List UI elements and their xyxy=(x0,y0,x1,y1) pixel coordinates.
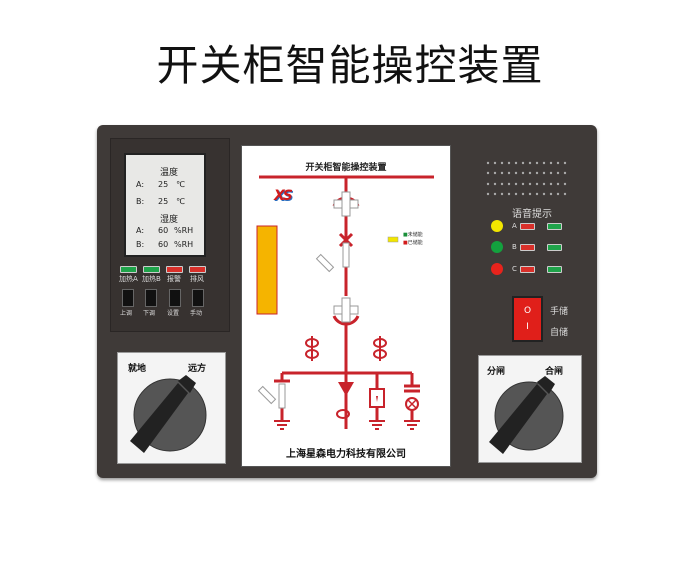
button-label: 设置 xyxy=(167,310,180,317)
phase-a-green-led xyxy=(547,223,562,230)
phase-label: A xyxy=(512,222,517,230)
button-label: 下调 xyxy=(143,310,156,317)
button-label: 上调 xyxy=(120,310,133,317)
lcd-display: 温度 A: 25 ℃ B: 25 ℃ 湿度 A: 60 %RH B: 60 %R… xyxy=(124,153,206,257)
legend-uncharged-label: 未储能 xyxy=(407,232,423,238)
auto-storage-label: 自储 xyxy=(550,328,569,338)
led-alarm xyxy=(166,266,183,273)
energy-storage-rocker-switch[interactable]: O I xyxy=(512,296,543,342)
phase-c-indicator xyxy=(491,263,503,275)
knob-left-label: 就地 xyxy=(128,364,147,374)
indicator-label: 排风 xyxy=(190,275,204,283)
voice-prompt-label: 语音提示 xyxy=(512,209,552,220)
hum-b-label: B: xyxy=(136,240,145,249)
local-remote-knob-panel: 就地 远方 xyxy=(117,352,226,464)
legend-uncharged: ■未储能 xyxy=(403,232,423,238)
phase-a-red-led xyxy=(520,223,535,230)
button-set[interactable] xyxy=(169,289,181,307)
temp-unit: ℃ xyxy=(176,180,185,189)
led-heat-a xyxy=(120,266,137,273)
company-logo: XS xyxy=(274,188,293,204)
single-line-diagram xyxy=(256,175,434,430)
indicator-label: 报警 xyxy=(167,275,181,283)
knob-open-label: 分闸 xyxy=(487,367,506,377)
knob-right-label: 远方 xyxy=(188,364,207,374)
screen-title: 开关柜智能操控装置 xyxy=(305,163,387,173)
temp-unit: ℃ xyxy=(176,197,185,206)
hum-b-value: 60 xyxy=(158,240,169,249)
open-close-knob-panel: 分闸 合闸 xyxy=(478,355,582,463)
button-up[interactable] xyxy=(122,289,134,307)
rocker-off-symbol: I xyxy=(526,322,529,332)
indicator-label: 加热A xyxy=(119,275,138,283)
manual-storage-label: 手储 xyxy=(550,307,569,317)
rocker-on-symbol: O xyxy=(523,306,532,316)
rotary-knob-icon[interactable] xyxy=(479,356,581,462)
page-title: 开关柜智能操控装置 xyxy=(156,41,544,90)
phase-b-green-led xyxy=(547,244,562,251)
hum-a-label: A: xyxy=(136,226,145,235)
hum-heading: 湿度 xyxy=(160,215,179,225)
rotary-knob-icon[interactable] xyxy=(118,353,225,463)
button-manual[interactable] xyxy=(192,289,204,307)
phase-c-green-led xyxy=(547,266,562,273)
hum-a-value: 60 xyxy=(158,226,169,235)
phase-a-indicator xyxy=(491,220,503,232)
mimic-screen: 开关柜智能操控装置 XS ■未储能 ■已储能 上海星森电力科技有限公司 xyxy=(241,145,451,467)
speaker-grille-icon xyxy=(486,161,567,196)
phase-label: B xyxy=(512,243,517,251)
button-down[interactable] xyxy=(145,289,157,307)
hum-unit: %RH xyxy=(174,226,194,235)
legend-charged: ■已储能 xyxy=(403,240,423,246)
knob-close-label: 合闸 xyxy=(545,367,564,377)
phase-b-red-led xyxy=(520,244,535,251)
temp-heading: 温度 xyxy=(160,168,179,178)
phase-c-red-led xyxy=(520,266,535,273)
indicator-label: 加热B xyxy=(142,275,161,283)
temp-a-value: 25 xyxy=(158,180,169,189)
phase-b-indicator xyxy=(491,241,503,253)
temp-b-label: B: xyxy=(136,197,145,206)
company-name: 上海星森电力科技有限公司 xyxy=(286,449,406,460)
legend-charged-label: 已储能 xyxy=(407,240,423,246)
hum-unit: %RH xyxy=(174,240,194,249)
temp-a-label: A: xyxy=(136,180,145,189)
led-exhaust xyxy=(189,266,206,273)
phase-label: C xyxy=(512,265,517,273)
temp-b-value: 25 xyxy=(158,197,169,206)
button-label: 手动 xyxy=(190,310,203,317)
led-heat-b xyxy=(143,266,160,273)
